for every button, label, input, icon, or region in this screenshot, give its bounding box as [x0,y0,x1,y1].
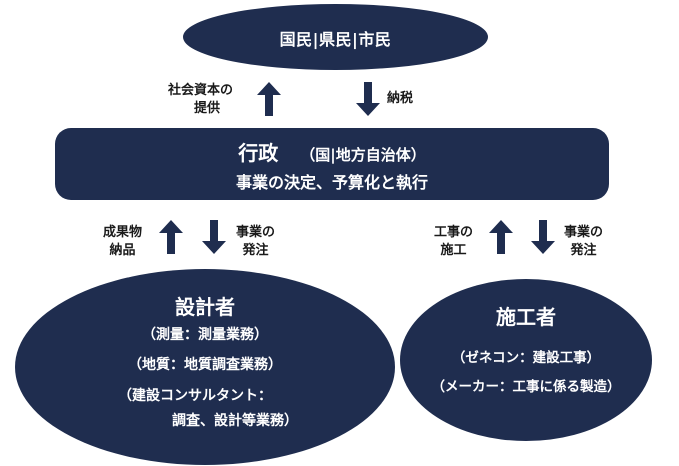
social-capital-line2: 提供 [194,101,221,116]
citizens-label: 国民|県民|市民 [279,30,392,49]
deliverables-line2: 納品 [109,243,136,258]
administration-title: 行政 [238,141,279,165]
designer-line-geology: （地質：地質調査業務） [128,357,282,373]
arrow-down-order-design-icon [202,220,226,254]
arrow-down-tax-icon [356,82,380,116]
order-design-label: 事業の 発注 [236,224,275,260]
social-capital-line1: 社会資本の [168,83,234,98]
order-construction-line1: 事業の [564,225,604,240]
deliverables-line1: 成果物 [103,225,143,240]
construction-line1: 工事の [434,225,474,240]
designer-line-consultant-cont: 調査、設計等業務） [172,413,298,429]
builder-node: 施工者 （ゼネコン：建設工事） （メーカー：工事に係る製造） [400,279,652,441]
order-construction-label: 事業の 発注 [564,224,603,260]
designer-node: 設計者 （測量：測量業務） （地質：地質調査業務） （建設コンサルタント： 調査… [15,269,395,465]
builder-line-manufacturer: （メーカー：工事に係る製造） [431,379,621,395]
order-construction-line2: 発注 [570,243,597,258]
social-capital-label: 社会資本の 提供 [168,82,233,118]
order-design-line1: 事業の [236,225,276,240]
arrow-up-social-capital-icon [257,82,281,116]
administration-description: 事業の決定、予算化と執行 [235,173,428,192]
arrow-down-order-construction-icon [531,220,555,254]
construction-line2: 施工 [440,243,467,258]
administration-node: 行政 （国|地方自治体） 事業の決定、予算化と執行 [55,128,609,200]
citizens-node: 国民|県民|市民 [183,4,488,70]
builder-line-general-contractor: （ゼネコン：建設工事） [451,350,601,366]
administration-subtitle: （国|地方自治体） [300,146,426,164]
arrow-up-deliverables-icon [159,220,183,254]
construction-label: 工事の 施工 [434,224,473,260]
order-design-line2: 発注 [242,243,269,258]
builder-title: 施工者 [496,305,556,329]
arrow-up-construction-icon [489,220,513,254]
designer-title: 設計者 [175,295,235,319]
designer-line-consultant: （建設コンサルタント： [118,388,272,404]
designer-line-survey: （測量：測量業務） [142,327,268,343]
deliverables-label: 成果物 納品 [103,224,142,260]
tax-label: 納税 [387,91,414,106]
